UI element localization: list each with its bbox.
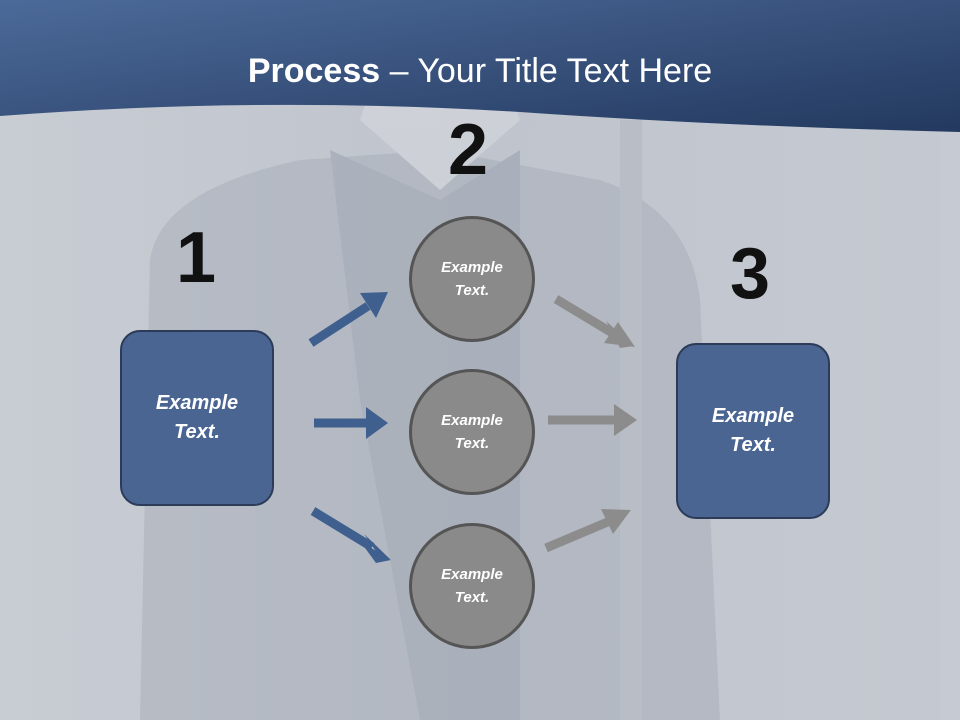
- arrow-right-down-icon: [310, 507, 391, 563]
- arrow-converge-up-icon: [544, 509, 631, 553]
- arrow-right-up-icon: [308, 292, 388, 347]
- arrow-converge-right-icon: [548, 404, 637, 436]
- step-2-circle-top: Example Text.: [409, 216, 535, 342]
- circle-text: Example Text.: [441, 566, 503, 606]
- arrow-right-icon: [314, 407, 388, 439]
- step-number-2: 2: [448, 110, 489, 190]
- step-3-box-text: Example Text.: [711, 405, 795, 456]
- step-2-circle-middle: Example Text.: [409, 369, 535, 495]
- step-3-box: Example Text.: [676, 343, 830, 519]
- step-2-circle-bottom: Example Text.: [409, 523, 535, 649]
- circle-text: Example Text.: [441, 259, 503, 299]
- title-rest: – Your Title Text Here: [380, 52, 713, 90]
- step-number-1: 1: [176, 218, 217, 298]
- header-banner: [0, 0, 960, 132]
- arrow-converge-down-icon: [553, 295, 635, 348]
- circle-text: Example Text.: [441, 412, 503, 452]
- step-1-box: Example Text.: [120, 330, 274, 506]
- title-bold: Process: [247, 52, 381, 90]
- step-number-3: 3: [730, 234, 771, 314]
- slide-title: Process – Your Title Text Here: [0, 52, 960, 91]
- step-1-box-text: Example Text.: [155, 392, 239, 443]
